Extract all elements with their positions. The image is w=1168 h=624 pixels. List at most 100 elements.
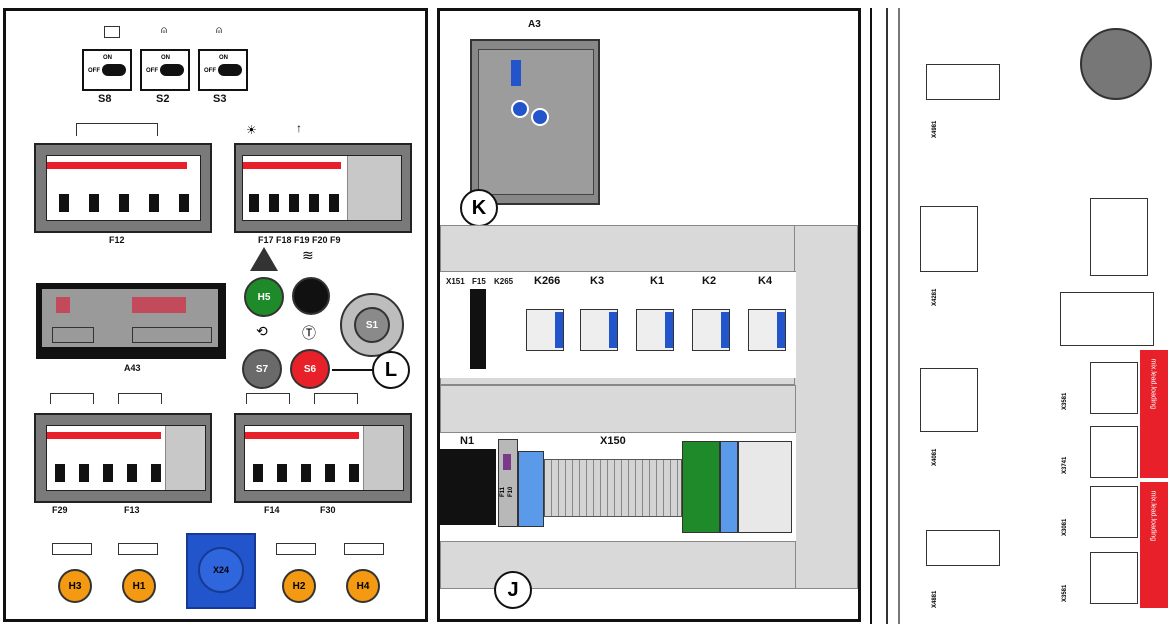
breaker-pole xyxy=(127,464,137,482)
breaker-pole xyxy=(249,194,259,212)
switch-knob xyxy=(218,64,242,76)
red-tag: mix.lead.loading xyxy=(1140,482,1168,608)
bracket-icon xyxy=(76,123,158,136)
connector-label: X4081 xyxy=(932,448,938,466)
button-row[interactable] xyxy=(132,327,212,343)
rail-bottom-gray xyxy=(440,541,796,589)
rail-label-k266: K266 xyxy=(534,275,561,287)
lamp-s1-outer[interactable]: S1 xyxy=(340,293,404,357)
breaker-label-f14: F14 xyxy=(264,505,280,515)
terminal-blue-narrow xyxy=(720,441,738,533)
breaker-red-strip xyxy=(245,432,359,439)
label-x150: X150 xyxy=(600,435,626,447)
connector-label: X4281 xyxy=(932,288,938,306)
switch-knob xyxy=(160,64,184,76)
lamp-black xyxy=(292,277,330,315)
bracket-icon xyxy=(118,393,162,404)
red-tag: mix.lead.loading xyxy=(1140,350,1168,478)
left-control-panel: ⍝ ⍝ ON OFF ON OFF ON OFF S8 S2 S3 F12 ☀ … xyxy=(3,8,428,622)
rail-right-block xyxy=(794,225,858,589)
switch-s3[interactable]: ON OFF xyxy=(198,49,248,91)
connector-x4881 xyxy=(926,530,1000,566)
relay-k1 xyxy=(636,309,674,351)
lamp-symbol-icon: ☀ xyxy=(246,123,257,137)
panel-edge-line xyxy=(886,8,888,624)
relay-k4 xyxy=(748,309,786,351)
fuse-holder xyxy=(498,439,518,527)
bracket-icon xyxy=(344,543,384,555)
heater-icon: ≋ xyxy=(302,247,314,263)
rail-label-k3: K3 xyxy=(590,275,605,287)
terminal-block-black xyxy=(470,289,486,369)
button-s6[interactable]: S6 xyxy=(290,349,330,389)
lamp-s1[interactable]: S1 xyxy=(354,307,390,343)
bracket-icon xyxy=(50,393,94,404)
label-n1: N1 xyxy=(460,435,475,447)
switch-s8[interactable]: ON OFF xyxy=(82,49,132,91)
breaker-red-strip xyxy=(47,432,161,439)
breaker-label-f30: F30 xyxy=(320,505,336,515)
lamp-symbol-icon: ⍝ xyxy=(161,25,167,36)
connector-x3081 xyxy=(1090,486,1138,538)
bracket-icon xyxy=(118,543,158,555)
connector-x3741 xyxy=(1090,426,1138,478)
switch-s2-label: S2 xyxy=(156,93,170,105)
breaker-pole xyxy=(149,194,159,212)
breaker-pole xyxy=(269,194,279,212)
rail-label-k265: K265 xyxy=(494,277,514,286)
blue-chip xyxy=(511,60,521,86)
panel-edge-line xyxy=(898,8,900,624)
breaker-red-strip xyxy=(243,162,341,169)
temperature-icon: Ⓣ xyxy=(302,325,316,341)
connector-right-b xyxy=(1060,292,1154,346)
breaker-pole xyxy=(301,464,311,482)
connector-right-a xyxy=(1090,198,1148,276)
breaker-row xyxy=(244,425,404,491)
socket-x24[interactable]: X24 xyxy=(186,533,256,609)
callout-l: L xyxy=(372,351,410,389)
button-row[interactable] xyxy=(52,327,94,343)
breaker-row xyxy=(46,155,201,221)
fuse-label-f11: F11 xyxy=(500,486,506,497)
lamp-h5: H5 xyxy=(244,277,284,317)
bracket-icon xyxy=(52,543,92,555)
right-panel: X4981 X4281 X4081 X3581 X3741 mix.lead.l… xyxy=(870,8,1168,624)
terminal-strip-x150 xyxy=(544,459,682,517)
rail-middle-gray xyxy=(440,385,796,433)
breaker-panel-f12 xyxy=(34,143,212,233)
arrow-up-icon: ↑ xyxy=(296,121,302,135)
breaker-blank-slot xyxy=(347,156,401,220)
breaker-pole xyxy=(79,464,89,482)
callout-leader-line xyxy=(332,369,374,371)
module-label-a3: A3 xyxy=(528,19,541,30)
connector-x3581-a xyxy=(1090,362,1138,414)
module-n1 xyxy=(440,449,496,525)
terminal-green xyxy=(682,441,720,533)
breaker-red-strip xyxy=(47,162,187,169)
relay-k266 xyxy=(526,309,564,351)
breaker-label-f17-f9: F17 F18 F19 F20 F9 xyxy=(258,235,341,245)
relay-blue-strip xyxy=(777,312,785,348)
switch-s2[interactable]: ON OFF xyxy=(140,49,190,91)
terminal-gray xyxy=(738,441,792,533)
switch-s8-label: S8 xyxy=(98,93,112,105)
display-unit-a43 xyxy=(36,283,226,359)
relay-blue-strip xyxy=(609,312,617,348)
rail-label-k1: K1 xyxy=(650,275,665,287)
socket-face: X24 xyxy=(198,547,244,593)
button-s7[interactable]: S7 xyxy=(242,349,282,389)
connector-x3581-b xyxy=(1090,552,1138,604)
breaker-row xyxy=(46,425,206,491)
connector-x4281 xyxy=(920,206,978,272)
breaker-blank-slot xyxy=(165,426,205,490)
breaker-panel-f17-f9 xyxy=(234,143,412,233)
bracket-icon xyxy=(276,543,316,555)
breaker-pole xyxy=(103,464,113,482)
warning-triangle-icon xyxy=(250,247,278,271)
middle-panel: A3 K X151 F15 K265 K266 K3 K1 K2 K4 N1 X… xyxy=(437,8,861,622)
relay-k3 xyxy=(580,309,618,351)
connector-label: X3581 xyxy=(1062,392,1068,410)
callout-j: J xyxy=(494,571,532,609)
breaker-panel-f14-f30 xyxy=(234,413,412,503)
connector-x4981-top xyxy=(926,64,1000,100)
